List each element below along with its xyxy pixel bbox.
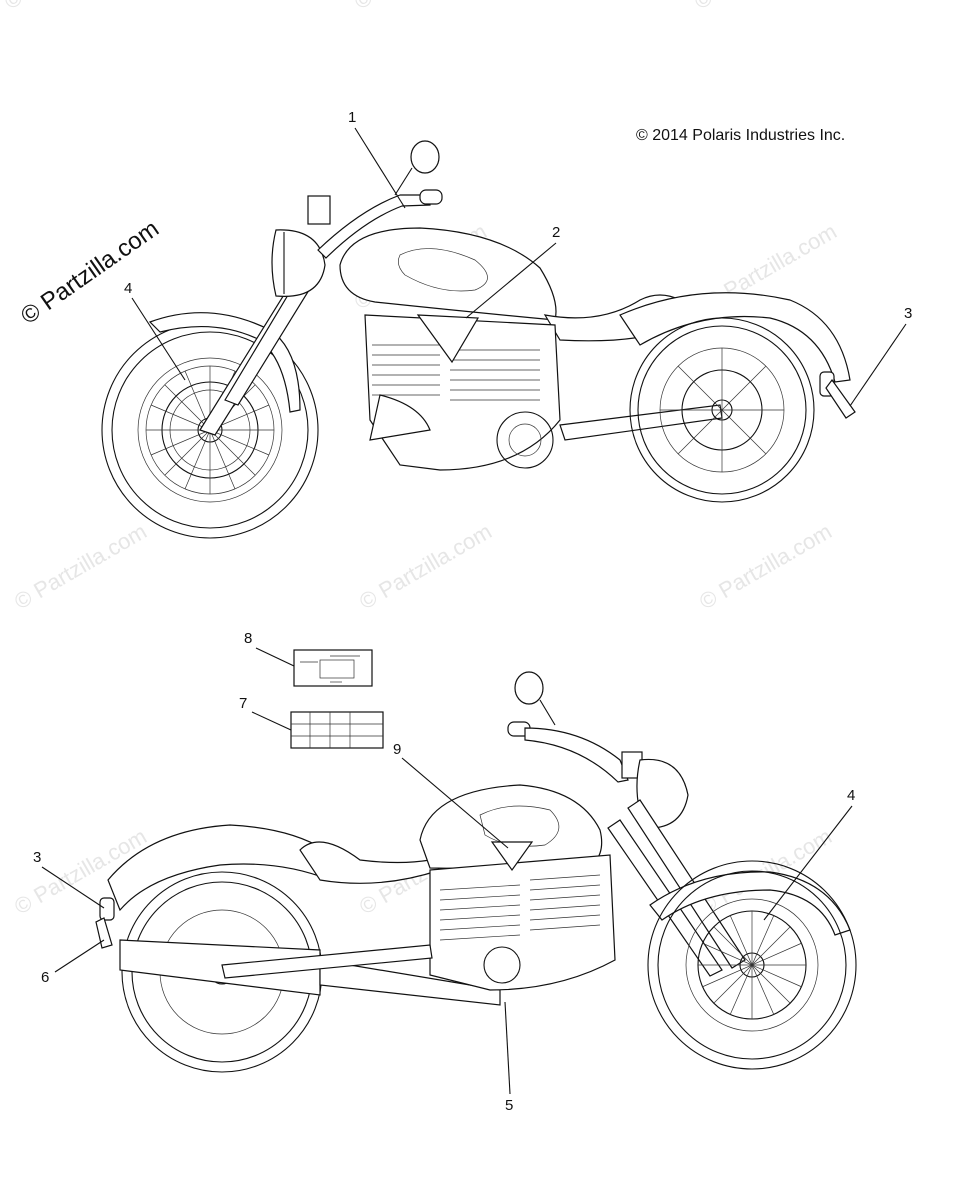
bottom-callouts: 9 4 3 6 5 bbox=[33, 741, 855, 1114]
callout-label: 7 bbox=[239, 695, 247, 712]
top-engine bbox=[364, 314, 561, 471]
bottom-front-wheel bbox=[647, 860, 857, 1070]
callout-label: 6 bbox=[41, 969, 49, 986]
top-motorcycle bbox=[101, 140, 856, 539]
decal-8 bbox=[293, 649, 373, 687]
watermark: © Partzilla.com bbox=[690, 0, 831, 14]
callout-label: 4 bbox=[847, 787, 855, 804]
decal-7 bbox=[290, 711, 384, 749]
callout-label: 8 bbox=[244, 630, 252, 647]
callout-label: 2 bbox=[552, 224, 560, 241]
callout-label: 5 bbox=[505, 1097, 513, 1114]
callout-label: 9 bbox=[393, 741, 401, 758]
top-callouts: 1 2 3 4 bbox=[124, 109, 912, 407]
callout-label: 3 bbox=[904, 305, 912, 322]
watermark: © Partzilla.com bbox=[695, 519, 836, 615]
copyright-text: © 2014 Polaris Industries Inc. bbox=[636, 127, 845, 144]
callout-label: 1 bbox=[348, 109, 356, 126]
bottom-engine bbox=[429, 841, 616, 991]
bottom-motorcycle bbox=[95, 671, 857, 1073]
decal-callouts: 8 7 bbox=[239, 630, 295, 731]
watermark: © Partzilla.com bbox=[355, 519, 496, 615]
watermark: © Partzilla.com bbox=[350, 0, 491, 14]
callout-label: 3 bbox=[33, 849, 41, 866]
callout-label: 4 bbox=[124, 280, 132, 297]
watermark: © Partzilla.com bbox=[10, 519, 151, 615]
top-rear-wheel bbox=[629, 317, 815, 503]
watermark: © Partzilla.com bbox=[0, 0, 141, 14]
